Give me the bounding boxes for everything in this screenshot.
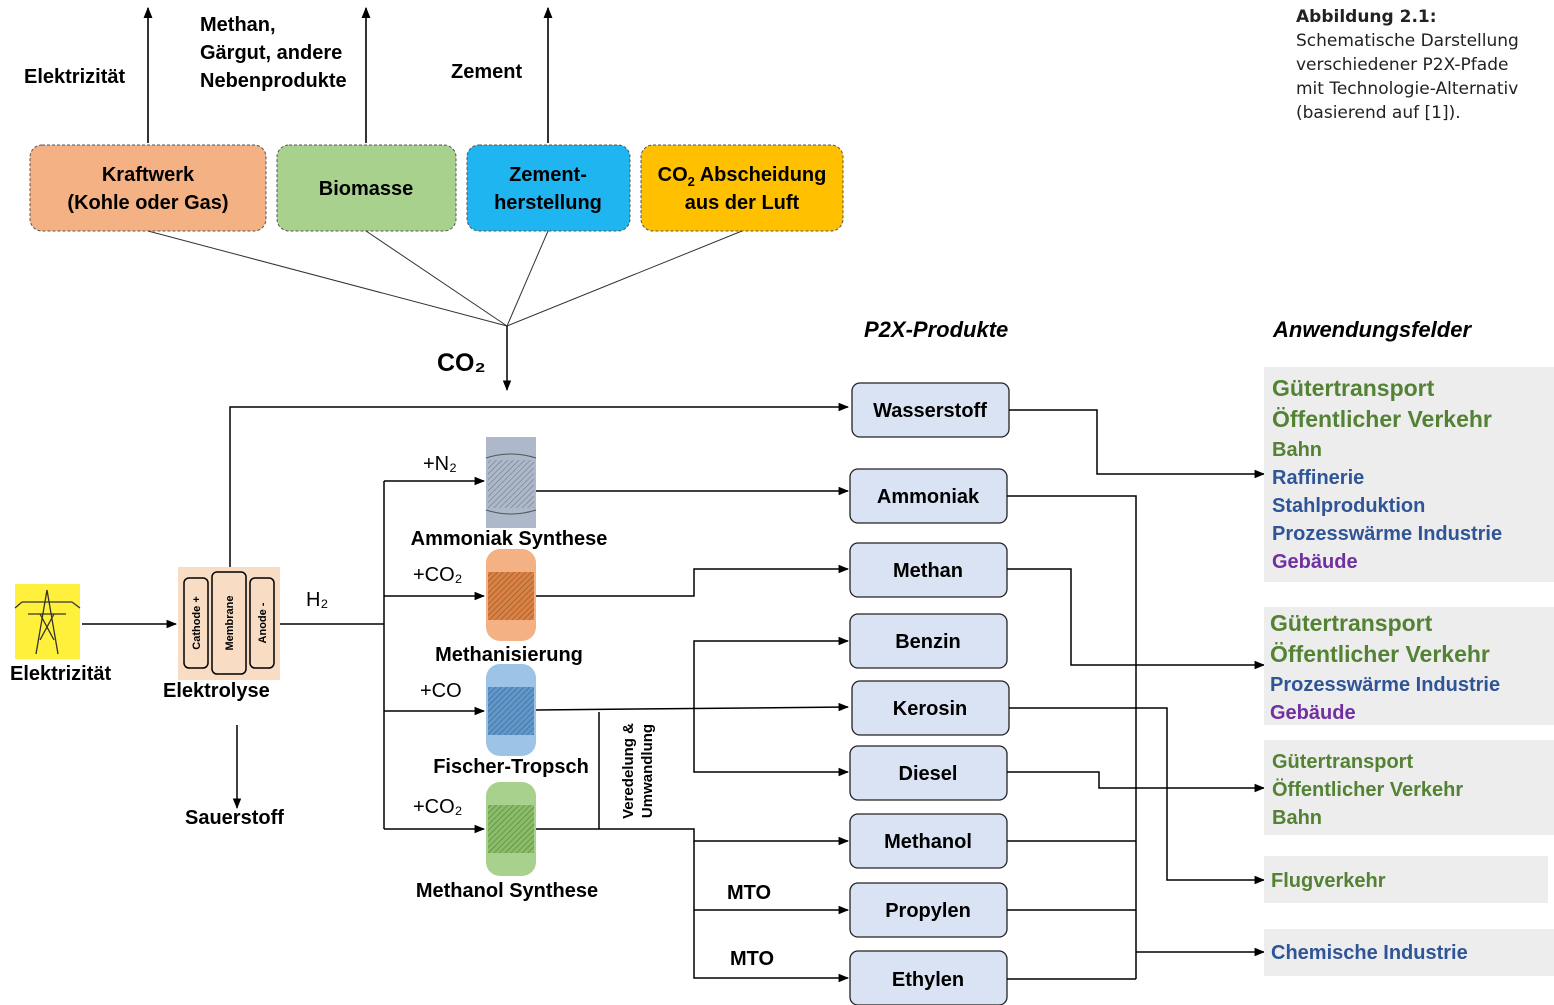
product-diesel: Diesel (849, 745, 1008, 801)
caption-line: verschiedener P2X-Pfade (1296, 55, 1509, 75)
application-item: Gebäude (1270, 702, 1356, 724)
product-ammonia: Ammoniak (849, 468, 1008, 524)
caption-line: (basierend auf [1]). (1296, 103, 1461, 123)
product-label-methane: Methan (893, 560, 963, 582)
application-lines (1007, 409, 1266, 980)
applications-heading: Anwendungsfelder (1272, 317, 1472, 342)
reactor-label-methanol: Methanol Synthese (416, 880, 598, 902)
caption-line: Schematische Darstellung (1296, 31, 1519, 51)
product-hydrogen: Wasserstoff (851, 382, 1010, 438)
application-item: Gütertransport (1270, 610, 1433, 636)
product-kerosene: Kerosin (851, 680, 1010, 736)
electricity-input-label: Elektrizität (10, 663, 111, 685)
product-label-diesel: Diesel (899, 763, 958, 785)
source-box-direct-air-capture: CO2 Abscheidung aus der Luft (640, 144, 844, 232)
output-label-biomass-2: Gärgut, andere (200, 42, 342, 64)
application-item: Prozesswärme Industrie (1272, 523, 1502, 545)
application-item: Prozesswärme Industrie (1270, 674, 1500, 696)
electrolysis-label: Elektrolyse (163, 680, 270, 702)
application-group-1: Gütertransport Öffentlicher Verkehr Bahn… (1264, 367, 1554, 582)
product-gasoline: Benzin (849, 613, 1008, 669)
reactor-ammonia (485, 437, 537, 528)
output-label-electricity: Elektrizität (24, 66, 125, 88)
product-label-ammonia: Ammoniak (877, 486, 980, 508)
source-label-dac-1: CO2 Abscheidung (658, 164, 827, 189)
product-label-propylene: Propylen (885, 900, 971, 922)
product-label-methanol: Methanol (884, 831, 972, 853)
application-item: Öffentlicher Verkehr (1272, 406, 1492, 432)
reactant-label-n2: +N₂ (423, 453, 457, 475)
output-label-biomass-1: Methan, (200, 14, 276, 36)
application-item: Stahlproduktion (1272, 495, 1425, 517)
product-label-gasoline: Benzin (895, 631, 961, 653)
co2-label: CO₂ (437, 349, 486, 377)
oxygen-label: Sauerstoff (185, 807, 284, 829)
product-propylene: Propylen (849, 882, 1008, 938)
mto-label-propylene: MTO (727, 882, 771, 904)
source-label-dac-2: aus der Luft (685, 192, 800, 214)
application-item: Bahn (1272, 439, 1322, 461)
reactor-label-ammonia: Ammoniak Synthese (411, 528, 608, 550)
source-box-biomass: Biomasse (276, 144, 457, 232)
application-item: Gebäude (1272, 551, 1358, 573)
product-methanol: Methanol (849, 813, 1008, 869)
application-item: Chemische Industrie (1271, 942, 1468, 964)
application-item: Öffentlicher Verkehr (1270, 641, 1490, 667)
output-label-biomass-3: Nebenprodukte (200, 70, 347, 92)
source-box-cement: Zement- herstellung (466, 144, 631, 232)
power-pylon-icon (14, 584, 81, 659)
source-label-biomass: Biomasse (319, 178, 414, 200)
output-label-cement: Zement (451, 61, 522, 83)
source-label-power-plant-1: Kraftwerk (102, 164, 195, 186)
electrolyser-icon: Cathode + Membrane Anode - (178, 567, 280, 680)
co2-collection-lines (147, 230, 743, 392)
application-item: Bahn (1272, 807, 1322, 829)
product-ethylene: Ethylen (849, 950, 1008, 1005)
reactor-label-fischer-tropsch: Fischer-Tropsch (433, 756, 589, 778)
source-output-arrows (143, 6, 553, 143)
h2-label: H₂ (306, 589, 328, 611)
source-label-cement-1: Zement- (509, 164, 587, 186)
electrolyser-membrane-label: Membrane (224, 595, 236, 650)
source-box-power-plant: Kraftwerk (Kohle oder Gas) (29, 144, 267, 232)
caption-title: Abbildung 2.1: (1296, 7, 1437, 27)
application-group-2: Gütertransport Öffentlicher Verkehr Proz… (1264, 607, 1554, 725)
application-group-5: Chemische Industrie (1264, 929, 1554, 976)
upgrading-label-2: Umwandlung (639, 724, 656, 818)
electrolyser-cathode-label: Cathode + (191, 596, 203, 649)
reactant-label-co: +CO (420, 680, 462, 702)
source-label-power-plant-2: (Kohle oder Gas) (67, 192, 228, 214)
electrolyser-anode-label: Anode - (257, 602, 269, 643)
figure-caption: Abbildung 2.1: Schematische Darstellung … (1296, 5, 1554, 125)
product-methane: Methan (849, 542, 1008, 598)
product-label-ethylene: Ethylen (892, 969, 964, 991)
application-item: Gütertransport (1272, 375, 1435, 401)
reactant-label-co2-a: +CO₂ (413, 564, 462, 586)
application-group-3: Gütertransport Öffentlicher Verkehr Bahn (1264, 740, 1554, 835)
reactant-label-co2-b: +CO₂ (413, 796, 462, 818)
application-group-4: Flugverkehr (1264, 856, 1548, 903)
application-item: Gütertransport (1272, 751, 1413, 773)
product-label-kerosene: Kerosin (893, 698, 967, 720)
product-label-hydrogen: Wasserstoff (873, 400, 987, 422)
application-item: Öffentlicher Verkehr (1272, 778, 1463, 801)
reactor-fischer-tropsch (486, 664, 536, 756)
reactor-methanisation (486, 549, 536, 641)
application-item: Raffinerie (1272, 467, 1364, 489)
products-heading: P2X-Produkte (864, 317, 1008, 342)
application-item: Flugverkehr (1271, 870, 1386, 892)
caption-line: mit Technologie-Alternativ (1296, 79, 1519, 99)
upgrading-label-1: Veredelung & (620, 723, 637, 819)
source-label-cement-2: herstellung (494, 192, 602, 214)
mto-label-ethylene: MTO (730, 948, 774, 970)
reactor-methanol-synthesis (486, 782, 536, 876)
reactor-label-methanisation: Methanisierung (435, 644, 583, 666)
